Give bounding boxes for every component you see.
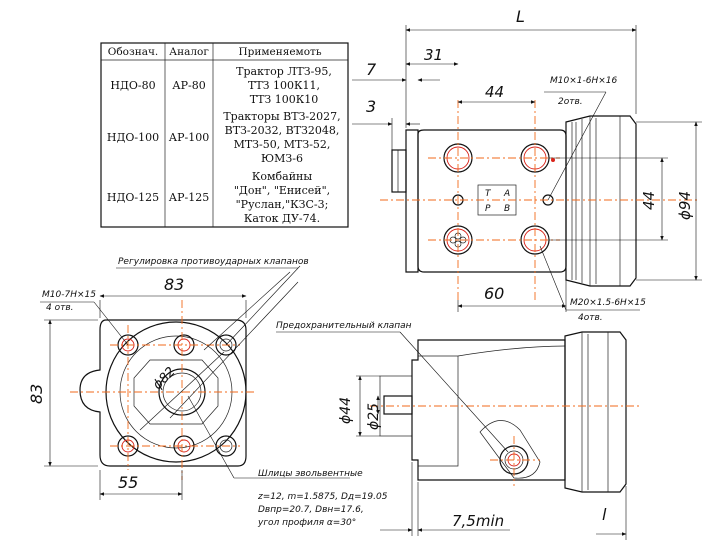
table-cell-designation: НДО-125 xyxy=(107,191,159,204)
callout-splines-line: угол профиля α=30° xyxy=(257,518,356,528)
top-right-view: Т А Р В L 31 7 3 44 44 xyxy=(352,7,702,323)
dim-l: l xyxy=(602,505,607,524)
callout-m20: M20×1.5-6H×15 xyxy=(570,298,646,308)
table-cell-usage-line: ВТЗ-2032, ВТЗ2048, xyxy=(225,124,340,137)
port-label: А xyxy=(503,189,510,199)
port-label: В xyxy=(504,204,510,214)
table-header-designation: Обознач. xyxy=(108,46,159,58)
port-label: Т xyxy=(485,189,492,199)
callout-m20-count: 4отв. xyxy=(578,313,603,323)
bottom-right-view: ϕ44 ϕ25 7,5min l Предохранительный клапа… xyxy=(276,158,640,540)
housing xyxy=(565,115,637,287)
dim-phi44: ϕ44 xyxy=(338,397,354,424)
table-cell-usage-line: ТТЗ 100К10 xyxy=(250,93,319,106)
callout-m10x7-count: 4 отв. xyxy=(46,303,74,313)
lower-housing xyxy=(564,331,627,493)
dim-7: 7 xyxy=(366,60,377,79)
dim-31: 31 xyxy=(424,46,443,64)
port-label: Р xyxy=(485,204,491,214)
dim-phi25: ϕ25 xyxy=(366,403,382,430)
table-cell-designation: НДО-100 xyxy=(107,131,159,144)
table-cell-designation: НДО-80 xyxy=(110,79,155,92)
lower-body xyxy=(411,339,566,481)
dim-83-v: 83 xyxy=(27,384,46,404)
table-cell-usage-line: "Руслан,"КЗС-3; xyxy=(236,198,329,211)
table-header-usage: Применяемоть xyxy=(238,46,321,58)
table-cell-analog: АР-125 xyxy=(169,191,209,204)
dim-7-5min: 7,5min xyxy=(452,512,504,530)
callout-m10x7: M10-7H×15 xyxy=(42,290,96,300)
dim-phi94: ϕ94 xyxy=(676,191,694,220)
callout-splines-line: z=12, m=1.5875, Dд=19.05 xyxy=(257,492,388,502)
table-cell-usage-line: "Дон", "Енисей", xyxy=(234,184,330,197)
table-border xyxy=(100,42,349,228)
dim-44-top: 44 xyxy=(485,83,504,101)
callout-relief-valves: Регулировка противоударных клапанов xyxy=(118,257,309,267)
table-cell-usage-line: Каток ДУ-74. xyxy=(244,212,320,225)
table-cell-analog: АР-100 xyxy=(169,131,209,144)
dim-44-side: 44 xyxy=(640,191,658,210)
table-cell-usage-line: Комбайны xyxy=(252,170,313,183)
table-cell-usage-line: ТТЗ 100К11, xyxy=(248,79,320,92)
table-cell-usage-line: Тракторы ВТЗ-2027, xyxy=(223,110,340,123)
dim-83-h: 83 xyxy=(164,275,184,294)
table-cell-analog: АР-80 xyxy=(172,79,205,92)
front-flange xyxy=(79,319,247,467)
callout-m10x1-count: 2отв. xyxy=(558,97,583,107)
table-cell-usage-line: ЮМЗ-6 xyxy=(261,152,303,165)
dim-L: L xyxy=(516,7,525,26)
dim-3: 3 xyxy=(366,97,376,116)
callout-splines-title: Шлицы эвольвентные xyxy=(258,469,363,479)
dim-phi82: ϕ82 xyxy=(150,364,178,392)
callout-safety-valve: Предохранительный клапан xyxy=(276,321,412,331)
table-cell-usage-line: Трактор ЛТЗ-95, xyxy=(236,65,332,78)
callout-m10x1: M10×1-6H×16 xyxy=(550,76,617,86)
callout-splines-line: Dвпр=20.7, Dвн=17.6, xyxy=(258,505,364,515)
table-header-analog: Аналог xyxy=(169,46,209,58)
table-cell-usage-line: МТЗ-50, МТЗ-52, xyxy=(234,138,331,151)
dim-55: 55 xyxy=(118,473,138,492)
dim-60: 60 xyxy=(484,284,504,303)
front-view: 83 83 55 ϕ82 M10-7H×15 4 отв. Регулировк… xyxy=(27,257,388,528)
spec-table: Обознач. Аналог Применяемоть НДО-80 АР-8… xyxy=(100,42,349,228)
